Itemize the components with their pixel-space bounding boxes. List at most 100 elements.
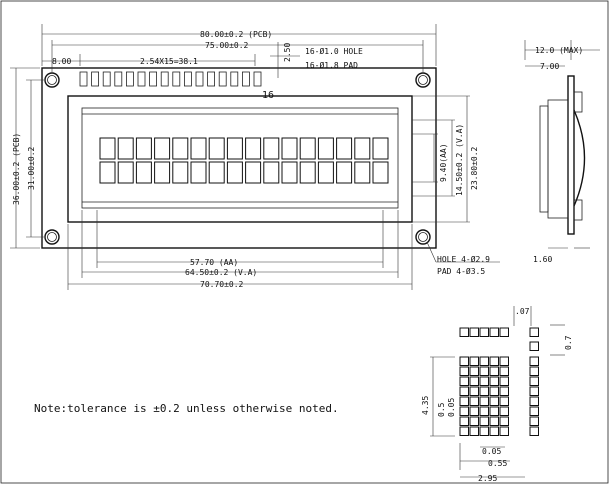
view-area <box>81 107 399 209</box>
pin-header <box>79 71 262 87</box>
pin-pad <box>126 71 134 87</box>
side-glass <box>539 105 549 213</box>
dot-pitch-v: 0.5 <box>437 402 446 417</box>
pin-pad <box>207 71 216 87</box>
char-cell <box>299 137 316 160</box>
pin-pad <box>114 71 123 87</box>
mount-pad-dim: PAD 4-Ø3.5 <box>437 266 485 276</box>
detail-col-dot <box>529 386 539 396</box>
left-dimensions: 36.00±0.2 (PCB) 31.00±0.2 <box>10 67 44 249</box>
detail-dot <box>459 356 469 366</box>
va-width-dim: 64.50±0.2 (V.A) <box>185 268 257 277</box>
char-cell <box>117 137 134 160</box>
detail-dot <box>459 416 469 426</box>
detail-dot <box>459 406 469 416</box>
detail-dot <box>469 386 479 396</box>
side-max-dim: 12.0 (MAX) <box>535 46 583 55</box>
detail-dot <box>479 366 489 376</box>
char-cell <box>245 137 262 160</box>
bottom-dimensions: 57.70 (AA) 64.50±0.2 (V.A) 70.70±0.2 HOL… <box>67 210 500 290</box>
pin-pad <box>149 71 158 87</box>
pin-pad <box>241 71 250 87</box>
detail-top-dot <box>499 327 509 337</box>
detail-dot <box>459 396 469 406</box>
detail-dot <box>459 386 469 396</box>
char-cell <box>245 161 262 184</box>
detail-dot <box>479 416 489 426</box>
char-cell <box>226 137 243 160</box>
bezel-height-dim: 23.80±0.2 <box>470 146 479 190</box>
pin-pad <box>183 71 192 87</box>
detail-col-dot <box>529 406 539 416</box>
char-cell <box>263 137 280 160</box>
detail-col-dot <box>529 416 539 426</box>
char-cell <box>226 161 243 184</box>
char-cell <box>99 137 116 160</box>
detail-col-dot <box>529 366 539 376</box>
char-cell <box>154 161 171 184</box>
pin-pad <box>195 71 204 87</box>
detail-top-dot <box>489 327 499 337</box>
top-dimensions: 80.00±0.2 (PCB) 75.00±0.2 8.00 2.54X15=3… <box>41 24 437 78</box>
detail-dot <box>499 396 509 406</box>
char-cell <box>263 161 280 184</box>
detail-dot <box>489 426 499 436</box>
char-cell <box>190 161 207 184</box>
detail-dot <box>499 386 509 396</box>
mount-hole-bl <box>44 229 60 245</box>
detail-dot <box>479 426 489 436</box>
char-cell <box>317 161 334 184</box>
char-cell <box>336 161 353 184</box>
detail-dot <box>499 426 509 436</box>
mount-hole-tr <box>415 72 431 88</box>
pin-pad <box>218 71 227 87</box>
pin-pitch-dim: 2.54X15=38.1 <box>140 57 198 66</box>
pin-pad <box>91 71 99 87</box>
detail-dot <box>479 396 489 406</box>
aa-height-dim: 9.40(AA) <box>439 143 448 182</box>
char-cell <box>190 137 207 160</box>
detail-top-dot <box>529 327 539 337</box>
detail-col-dot <box>529 356 539 366</box>
pin-pad <box>79 71 88 87</box>
char-cell <box>354 137 371 160</box>
mounting-holes <box>44 72 431 245</box>
right-dimensions: 9.40(AA) 14.50±0.2 (V.A) 23.80±0.2 <box>412 95 479 223</box>
pin-offset-dim: 8.00 <box>52 57 71 66</box>
char-cell <box>208 161 225 184</box>
pcb-outline <box>41 67 437 249</box>
detail-dot <box>499 366 509 376</box>
char-cell <box>208 137 225 160</box>
pin-vertical-dim: 2.50 <box>283 43 292 62</box>
bezel-outline <box>67 95 413 223</box>
detail-dot <box>489 366 499 376</box>
detail-dot <box>479 376 489 386</box>
char-cell <box>172 137 189 160</box>
pin-pad-dim: 16-Ø1.8 PAD <box>305 60 358 70</box>
detail-dot <box>469 416 479 426</box>
pcb-height-dim: 36.00±0.2 (PCB) <box>12 133 21 205</box>
detail-dot <box>489 396 499 406</box>
detail-top-dots <box>459 327 539 337</box>
char-cell <box>372 161 389 184</box>
side-pcb <box>567 75 575 235</box>
char-cell <box>372 137 389 160</box>
dot-pitch-h: 0.55 <box>488 459 507 468</box>
char-cell <box>154 137 171 160</box>
detail-dot <box>499 356 509 366</box>
detail-dot <box>459 366 469 376</box>
side-bezel <box>547 99 569 219</box>
detail-dot <box>469 356 479 366</box>
detail-dot <box>479 406 489 416</box>
side-view: 12.0 (MAX) 7.00 1.60 <box>524 40 600 264</box>
mount-hole-tl <box>44 72 60 88</box>
detail-col-dot <box>529 376 539 386</box>
detail-dot <box>469 406 479 416</box>
side-backlight <box>573 109 586 207</box>
character-grid <box>99 137 389 184</box>
side-pcb-dim: 1.60 <box>533 255 552 264</box>
character-detail: .07 0.7 4.35 0.5 0.05 0.05 0.55 2.95 <box>421 306 573 483</box>
detail-dot <box>469 366 479 376</box>
detail-dot <box>459 426 469 436</box>
dot-gap-h: 0.05 <box>482 447 501 456</box>
